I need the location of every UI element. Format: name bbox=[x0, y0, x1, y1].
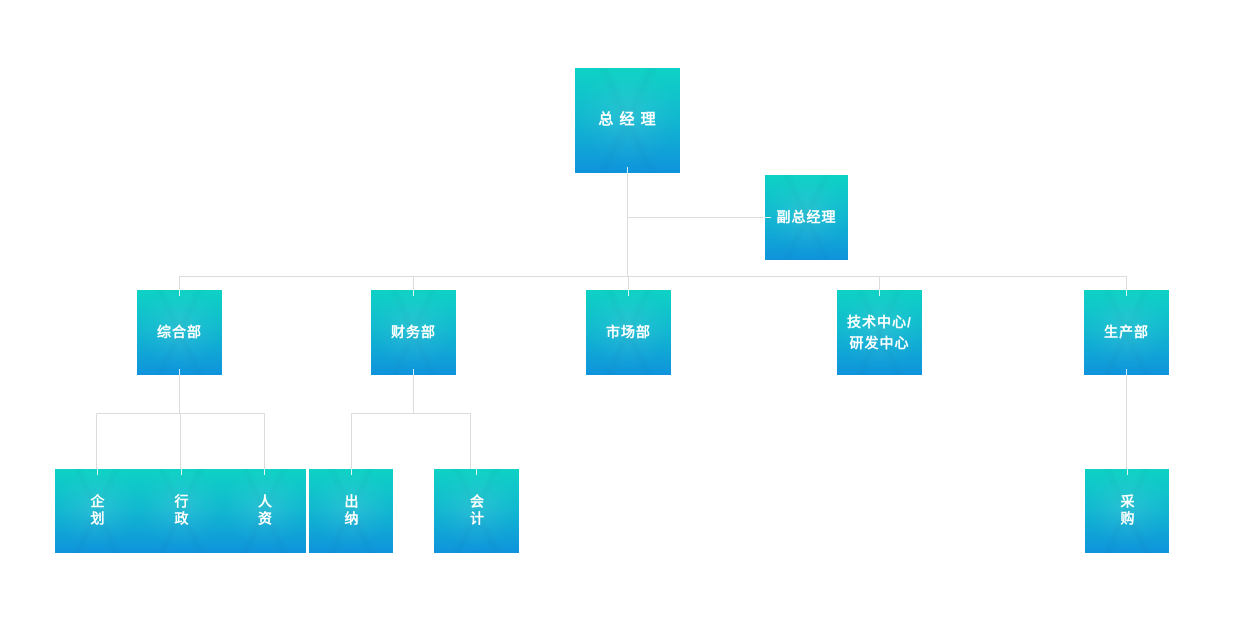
connector-stub-tech-center bbox=[879, 276, 880, 290]
node-finance-dept[interactable]: 财务部 bbox=[371, 290, 456, 375]
connector-stub-production bbox=[1126, 276, 1127, 290]
node-tech-rd-center[interactable]: 技术中心/ 研发中心 bbox=[837, 290, 922, 375]
connector-stub-human-resources bbox=[264, 413, 265, 469]
anchor-tick bbox=[628, 290, 629, 296]
node-label: 人资 bbox=[257, 494, 273, 528]
anchor-tick bbox=[350, 469, 352, 475]
connector-stub-finance bbox=[413, 276, 414, 290]
node-planning[interactable]: 企划 bbox=[55, 469, 139, 553]
anchor-tick bbox=[879, 290, 880, 296]
connector-stub-marketing bbox=[628, 276, 629, 290]
connector-production-vertical bbox=[1126, 375, 1127, 469]
anchor-tick bbox=[413, 369, 414, 375]
node-label: 出纳 bbox=[343, 494, 360, 528]
node-general-manager[interactable]: 总 经 理 bbox=[575, 68, 680, 173]
connector-stub-cashier bbox=[351, 413, 352, 469]
connector-stub-administration bbox=[180, 413, 181, 469]
node-label: 副总经理 bbox=[776, 209, 837, 225]
node-label: 市场部 bbox=[606, 324, 651, 340]
anchor-tick bbox=[179, 290, 180, 296]
node-procurement[interactable]: 采购 bbox=[1085, 469, 1169, 553]
node-label: 采购 bbox=[1119, 494, 1136, 528]
connector-stub-accounting bbox=[470, 413, 471, 469]
node-label: 技术中心/ 研发中心 bbox=[847, 313, 912, 351]
connector-stub-planning bbox=[96, 413, 97, 469]
connector-general-affairs-vertical bbox=[179, 375, 180, 413]
node-production-dept[interactable]: 生产部 bbox=[1084, 290, 1169, 375]
anchor-tick bbox=[180, 469, 182, 475]
anchor-tick bbox=[264, 469, 265, 475]
anchor-tick bbox=[476, 469, 477, 475]
anchor-tick bbox=[1126, 469, 1128, 475]
node-administration[interactable]: 行政 bbox=[139, 469, 223, 553]
node-label: 总 经 理 bbox=[598, 111, 657, 129]
connector-gm-trunk-vertical bbox=[627, 173, 628, 276]
node-accounting[interactable]: 会计 bbox=[434, 469, 519, 553]
connector-finance-children-horizontal bbox=[351, 413, 470, 414]
anchor-tick bbox=[96, 469, 98, 475]
node-label: 企划 bbox=[89, 494, 106, 528]
node-label: 综合部 bbox=[157, 324, 202, 340]
anchor-tick bbox=[627, 167, 628, 173]
node-label: 会计 bbox=[469, 494, 485, 528]
anchor-tick bbox=[765, 217, 771, 218]
node-cashier[interactable]: 出纳 bbox=[309, 469, 393, 553]
node-label: 行政 bbox=[173, 494, 190, 528]
anchor-tick bbox=[179, 369, 180, 375]
connector-stub-general-affairs bbox=[179, 276, 180, 290]
anchor-tick bbox=[1126, 290, 1127, 296]
anchor-tick bbox=[413, 290, 414, 296]
connector-finance-vertical bbox=[413, 375, 414, 413]
connector-deputy-gm-horizontal bbox=[627, 217, 763, 218]
node-deputy-general-manager[interactable]: 副总经理 bbox=[765, 175, 848, 260]
node-label: 财务部 bbox=[391, 324, 436, 340]
node-human-resources[interactable]: 人资 bbox=[223, 469, 306, 553]
node-label: 生产部 bbox=[1104, 324, 1149, 340]
connector-level2-horizontal bbox=[179, 276, 1127, 277]
node-general-affairs-dept[interactable]: 综合部 bbox=[137, 290, 222, 375]
node-marketing-dept[interactable]: 市场部 bbox=[586, 290, 671, 375]
anchor-tick bbox=[1126, 369, 1127, 375]
